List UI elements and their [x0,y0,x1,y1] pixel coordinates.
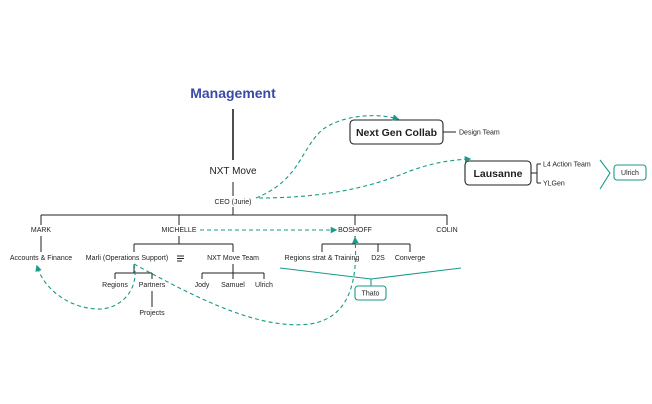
node-michelle[interactable]: MICHELLE [161,227,196,234]
node-nxt-move-team[interactable]: NXT Move Team [207,255,259,262]
node-lausanne[interactable]: Lausanne [473,168,522,180]
node-l4-action-team[interactable]: L4 Action Team [543,162,591,169]
notes-icon[interactable] [177,255,184,262]
relation-ceo-nextgen[interactable] [255,114,400,199]
node-samuel[interactable]: Samuel [221,282,245,289]
node-thato-box[interactable] [354,285,387,301]
relation-marli-accounts[interactable] [35,263,136,310]
node-next-gen-collab[interactable]: Next Gen Collab [356,127,437,139]
summary-bracket-ulrich [599,159,611,190]
connector-lausanne-children [531,163,541,184]
node-marli[interactable]: Marli (Operations Support) [86,255,168,262]
node-accounts-finance[interactable]: Accounts & Finance [10,255,72,262]
summary-bracket-thato [279,267,462,280]
node-ylgen[interactable]: YLGen [543,181,565,188]
node-thato[interactable]: Thato [362,291,380,298]
node-nxt-move[interactable]: NXT Move [209,166,256,177]
node-ulrich[interactable]: Ulrich [255,282,273,289]
node-ceo[interactable]: CEO (Jurie) [215,199,252,206]
diagram-title[interactable]: Management [190,85,276,101]
node-regions-strat[interactable]: Regions strat & Training [285,255,360,262]
node-ulrich-box-rect[interactable] [613,164,647,181]
node-colin[interactable]: COLIN [436,227,457,234]
node-mark[interactable]: MARK [31,227,52,234]
relation-ceo-lausanne[interactable] [258,155,472,199]
node-d2s[interactable]: D2S [371,255,385,262]
node-ulrich-box[interactable]: Ulrich [621,170,639,177]
node-regions[interactable]: Regions [102,282,128,289]
node-jody[interactable]: Jody [195,282,210,289]
node-converge[interactable]: Converge [395,255,425,262]
node-projects[interactable]: Projects [139,310,165,317]
node-design-team[interactable]: Design Team [459,130,500,137]
node-boshoff[interactable]: BOSHOFF [338,227,372,234]
node-partners[interactable]: Partners [139,282,166,289]
